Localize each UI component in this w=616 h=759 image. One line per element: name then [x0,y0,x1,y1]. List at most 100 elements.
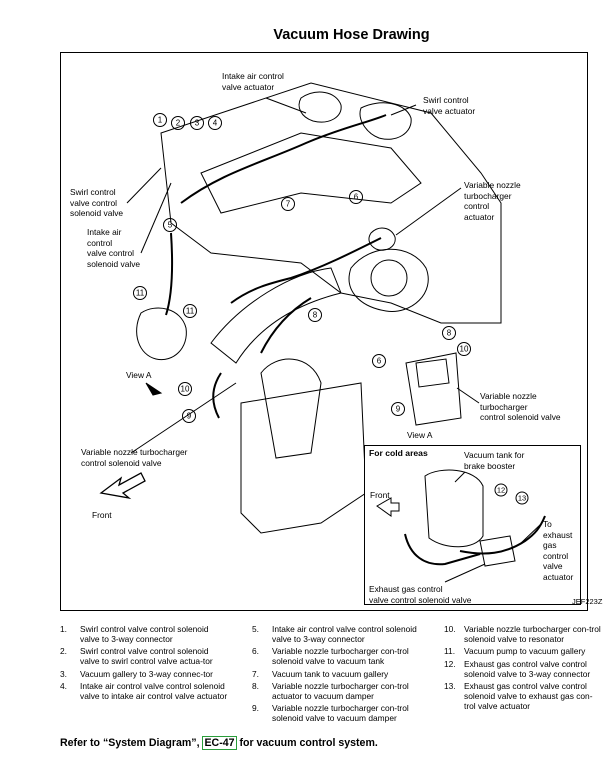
callout-number-11a: 11 [136,289,145,298]
intake-actuator-body [298,91,342,123]
engine-drawing: 1 2 3 4 5 6 7 8 9 10 11 11 6 8 10 9 [99,82,502,534]
callout-number-13: 13 [518,494,526,503]
inset-hose-2 [459,515,546,555]
figure-code: JEF223Z [572,597,603,606]
label-front: Front [92,510,112,520]
callout-number-12: 12 [497,486,505,495]
callout-number-5: 5 [168,221,173,230]
label-vnt-solenoid-left: Variable nozzle turbocharger control sol… [81,447,188,468]
leader-intake-solenoid [140,182,172,254]
callout-circle-10b [457,342,471,356]
callout-number-8b: 8 [447,329,452,338]
cold-areas-drawing: 12 13 [376,469,546,583]
callout-circle-11b [183,304,197,318]
callout-number-4: 4 [213,119,218,128]
label-swirl-solenoid: Swirl control valve control solenoid val… [70,187,124,218]
callout-circle-7 [281,197,295,211]
callout-circle-13 [515,491,529,505]
inset-leader-tank [454,471,466,483]
legend-item: 4.Intake air control valve control solen… [60,680,228,701]
legend-item: 1.Swirl control valve control solenoid v… [60,624,209,644]
label-vnt-actuator: Variable nozzle turbocharger control act… [464,180,521,222]
leader-vnt-solenoid [130,382,237,454]
callout-circle-6 [349,190,363,204]
cold-areas-inset: 12 13 For cold areas Vacuum tank for bra… [364,445,581,605]
vacuum-pump [136,307,187,361]
label-view-a: View A [407,430,433,440]
inset-front-arrow-icon [376,497,400,517]
label-intake-air-solenoid: Intake air control valve control solenoi… [87,227,141,269]
engine-block-outline [160,82,502,324]
legend-item: 8.Variable nozzle turbocharger con-trol … [252,680,409,701]
exhaust-solenoid-body [479,535,516,567]
label-swirl-actuator: Swirl control valve actuator [423,95,476,116]
vacuum-hose-resonator [212,372,222,419]
view-a-solenoid [415,358,450,388]
callout-circle-4 [208,116,222,130]
legend-item: 12.Exhaust gas control valve control sol… [444,658,591,679]
callout-number-8: 8 [313,311,318,320]
legend-item: 11.Vacuum pump to vacuum gallery [444,646,586,657]
legend-column-3: 10.Variable nozzle turbocharger con-trol… [444,624,604,713]
air-cleaner-housing [240,382,367,534]
label-exhaust-solenoid: Exhaust gas control valve control soleno… [369,584,472,605]
legend-column-2: 5.Intake air control valve control solen… [252,624,422,725]
callout-circle-12 [494,483,508,497]
callout-number-9b: 9 [396,405,401,414]
view-a-arrow-icon [145,382,163,396]
vacuum-hose-figure: 1 2 3 4 5 6 7 8 9 10 11 11 6 8 10 9 Inta… [60,52,588,611]
legend-item: 2.Swirl control valve control solenoid v… [60,646,213,667]
callout-circle-11a [133,286,147,300]
callout-circle-1 [153,113,167,127]
callout-number-10: 10 [181,385,190,394]
legend-item: 3.Vacuum gallery to 3-way connec-tor [60,668,213,679]
vacuum-hose-main [180,114,387,204]
label-to-exhaust: To exhaust gas control valve actuator [543,519,574,582]
vacuum-hose-damper [260,297,312,354]
leader-swirl-actuator [390,104,417,116]
label-intake-air-actuator: Intake air control valve actuator [222,71,284,92]
front-arrow-icon [99,472,146,500]
page-title: Vacuum Hose Drawing [273,27,430,43]
callout-circle-9 [182,409,196,423]
view-a-detail [405,352,462,426]
callout-circle-5 [163,218,177,232]
leader-vnt-solenoid-right [456,387,480,404]
inset-title: For cold areas [369,448,428,458]
legend-item: 10.Variable nozzle turbocharger con-trol… [444,624,601,644]
callout-circle-3 [190,116,204,130]
callout-number-10b: 10 [460,345,469,354]
callout-number-7: 7 [286,200,291,209]
label-view-a-arrow: View A [126,370,152,380]
label-vnt-solenoid-right: Variable nozzle turbocharger control sol… [480,391,561,422]
leader-swirl-solenoid [126,167,162,204]
label-vacuum-tank: Vacuum tank for brake booster [464,450,525,471]
legend-column-1: 1.Swirl control valve control solenoid v… [60,624,230,703]
legend-item: 9.Variable nozzle turbocharger con-trol … [252,703,409,724]
label-inset-front: Front [370,490,390,500]
intake-manifold [200,132,422,214]
legend-item: 5.Intake air control valve control solen… [252,624,417,644]
inset-leader-exhaust [519,523,542,545]
callout-circle-2 [171,116,185,130]
air-duct [210,267,342,364]
footer-suffix: for vacuum control system. [236,737,378,749]
legend-item: 13.Exhaust gas control valve control sol… [444,680,593,711]
callout-number-11b: 11 [186,307,195,316]
vacuum-hose-pump [165,232,174,316]
leader-intake-actuator [265,97,307,114]
leader-vnt-actuator [395,187,462,236]
legend: 1.Swirl control valve control solenoid v… [60,624,608,736]
footer-prefix: Refer to “System Diagram”, [60,737,203,749]
turbo-inner [370,259,408,297]
callout-number-6b: 6 [377,357,382,366]
legend-item: 6.Variable nozzle turbocharger con-trol … [252,646,409,667]
ec-47-link[interactable]: EC-47 [202,736,237,750]
vnt-actuator-body [368,227,396,251]
callout-circle-8b [442,326,456,340]
legend-item: 7.Vacuum tank to vacuum gallery [252,668,389,679]
callout-circle-9b [391,402,405,416]
callout-number-9: 9 [187,412,192,421]
inset-hose-1 [404,533,481,566]
callout-circle-6b [372,354,386,368]
